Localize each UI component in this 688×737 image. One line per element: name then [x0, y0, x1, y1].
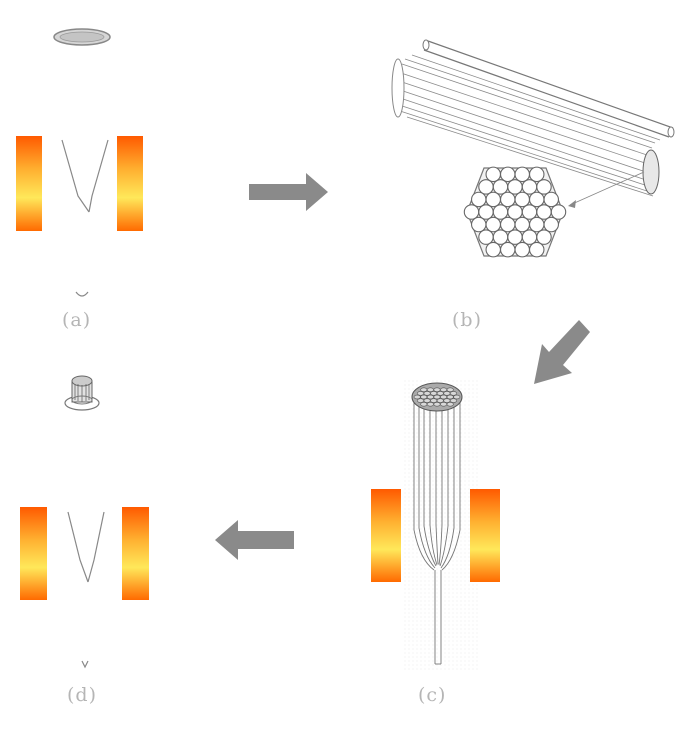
- bundle-top-capillary: [443, 398, 451, 403]
- bundle-top-capillary: [453, 394, 461, 400]
- capillary-rod-icon: [422, 39, 675, 138]
- capillary-cross-section: [528, 241, 545, 258]
- capillary-cross-section: [485, 216, 501, 233]
- capillary-cross-section: [478, 204, 494, 220]
- capillary-cross-section: [543, 216, 559, 233]
- bundle-top-face: [411, 382, 463, 412]
- bundle-top-capillary: [443, 391, 451, 396]
- bundle-top-capillary: [426, 402, 434, 407]
- capillary-cross-section: [521, 204, 538, 220]
- heater-right: [122, 507, 149, 600]
- bundle-top-capillary: [433, 387, 441, 392]
- bundle-top-capillary: [436, 391, 444, 396]
- bundle-top-capillary: [426, 394, 434, 400]
- capillary-cross-section: [478, 179, 494, 195]
- capillary-cross-section: [499, 216, 516, 233]
- capillary-cross-section: [499, 166, 516, 183]
- bundle-top-capillary: [420, 394, 428, 400]
- arrow-a-to-b: [249, 173, 328, 211]
- capillary-cross-section: [514, 191, 530, 208]
- panel-b: [391, 39, 675, 258]
- arrow-b-to-c: [534, 320, 590, 384]
- bundle-top-capillary: [446, 402, 454, 407]
- bundle-top-capillary: [420, 387, 428, 392]
- capillary-cross-section: [499, 191, 516, 208]
- capillary-cross-section: [485, 166, 501, 183]
- capillary-cross-section: [499, 241, 516, 258]
- fiber-drawing-icon: [413, 400, 461, 665]
- capillary-cross-section: [543, 191, 559, 208]
- capillary-cross-section: [492, 204, 509, 220]
- capillary-cross-section: [492, 229, 509, 245]
- bundle-top-capillary: [413, 394, 421, 400]
- rod-bundle: [391, 54, 661, 197]
- panel-label-a: (a): [62, 309, 92, 331]
- capillary-cross-section: [528, 191, 545, 208]
- bundle-top-capillary: [430, 398, 438, 403]
- capillary-cross-section: [514, 216, 530, 233]
- capillary-cross-section: [536, 229, 552, 245]
- heater-left: [371, 489, 401, 582]
- capillary-cross-section: [470, 191, 487, 208]
- bundle-top-capillary: [420, 402, 428, 407]
- bundle-top-capillary: [416, 398, 424, 403]
- panel-c: [371, 378, 500, 670]
- capillary-cross-section: [507, 204, 523, 220]
- heater-right: [470, 489, 500, 582]
- panel-label-c: (c): [418, 684, 447, 706]
- capillary-cross-section: [478, 229, 494, 245]
- capillary-cross-section: [514, 166, 530, 183]
- bundle-top-capillary: [446, 387, 454, 392]
- capillary-cross-section: [485, 241, 501, 258]
- bundle-top-capillary: [423, 398, 431, 403]
- capillary-cross-section: [470, 216, 487, 233]
- capillary-cross-section: [463, 204, 480, 220]
- capillary-cross-section: [550, 204, 567, 220]
- bundle-top-capillary: [426, 387, 434, 392]
- capillary-cross-section: [521, 179, 538, 195]
- bundle-top-capillary: [436, 398, 444, 403]
- panel-label-b: (b): [452, 309, 482, 331]
- capillary-cross-section: [521, 229, 538, 245]
- capillary-cross-section: [528, 166, 545, 183]
- bundle-top-capillary: [423, 391, 431, 396]
- capillary-cross-section: [507, 179, 523, 195]
- heater-left: [16, 136, 42, 231]
- capillary-cross-section: [514, 241, 530, 258]
- capillary-cross-section: [536, 179, 552, 195]
- tapered-glass-icon: [67, 511, 105, 583]
- panel-d: [20, 375, 149, 669]
- heater-right: [117, 136, 143, 231]
- hexagonal-bundle-icon: [463, 166, 567, 258]
- tapered-glass-icon: [61, 139, 109, 213]
- capillary-cross-section: [528, 216, 545, 233]
- capillary-cross-section: [536, 204, 552, 220]
- capillary-cross-section: [507, 229, 523, 245]
- bundle-top-capillary: [449, 391, 457, 396]
- panel-a: [16, 28, 143, 297]
- bundle-top-capillary: [440, 402, 448, 407]
- panel-label-d: (d): [67, 684, 97, 706]
- bundle-top-capillary: [440, 387, 448, 392]
- bundle-top-capillary: [433, 394, 441, 400]
- drawing-tower-background: [402, 378, 478, 670]
- capillary-cross-section: [492, 179, 509, 195]
- bundle-top-capillary: [449, 398, 457, 403]
- bundle-top-capillary: [416, 391, 424, 396]
- capillary-cross-section: [485, 191, 501, 208]
- drawn-bundle-icon: [64, 375, 100, 411]
- bundle-top-capillary: [430, 391, 438, 396]
- arrow-c-to-d: [215, 520, 294, 560]
- bundle-top-capillary: [446, 394, 454, 400]
- bundle-top-capillary: [433, 402, 441, 407]
- bundle-top-capillary: [440, 394, 448, 400]
- heater-left: [20, 507, 47, 600]
